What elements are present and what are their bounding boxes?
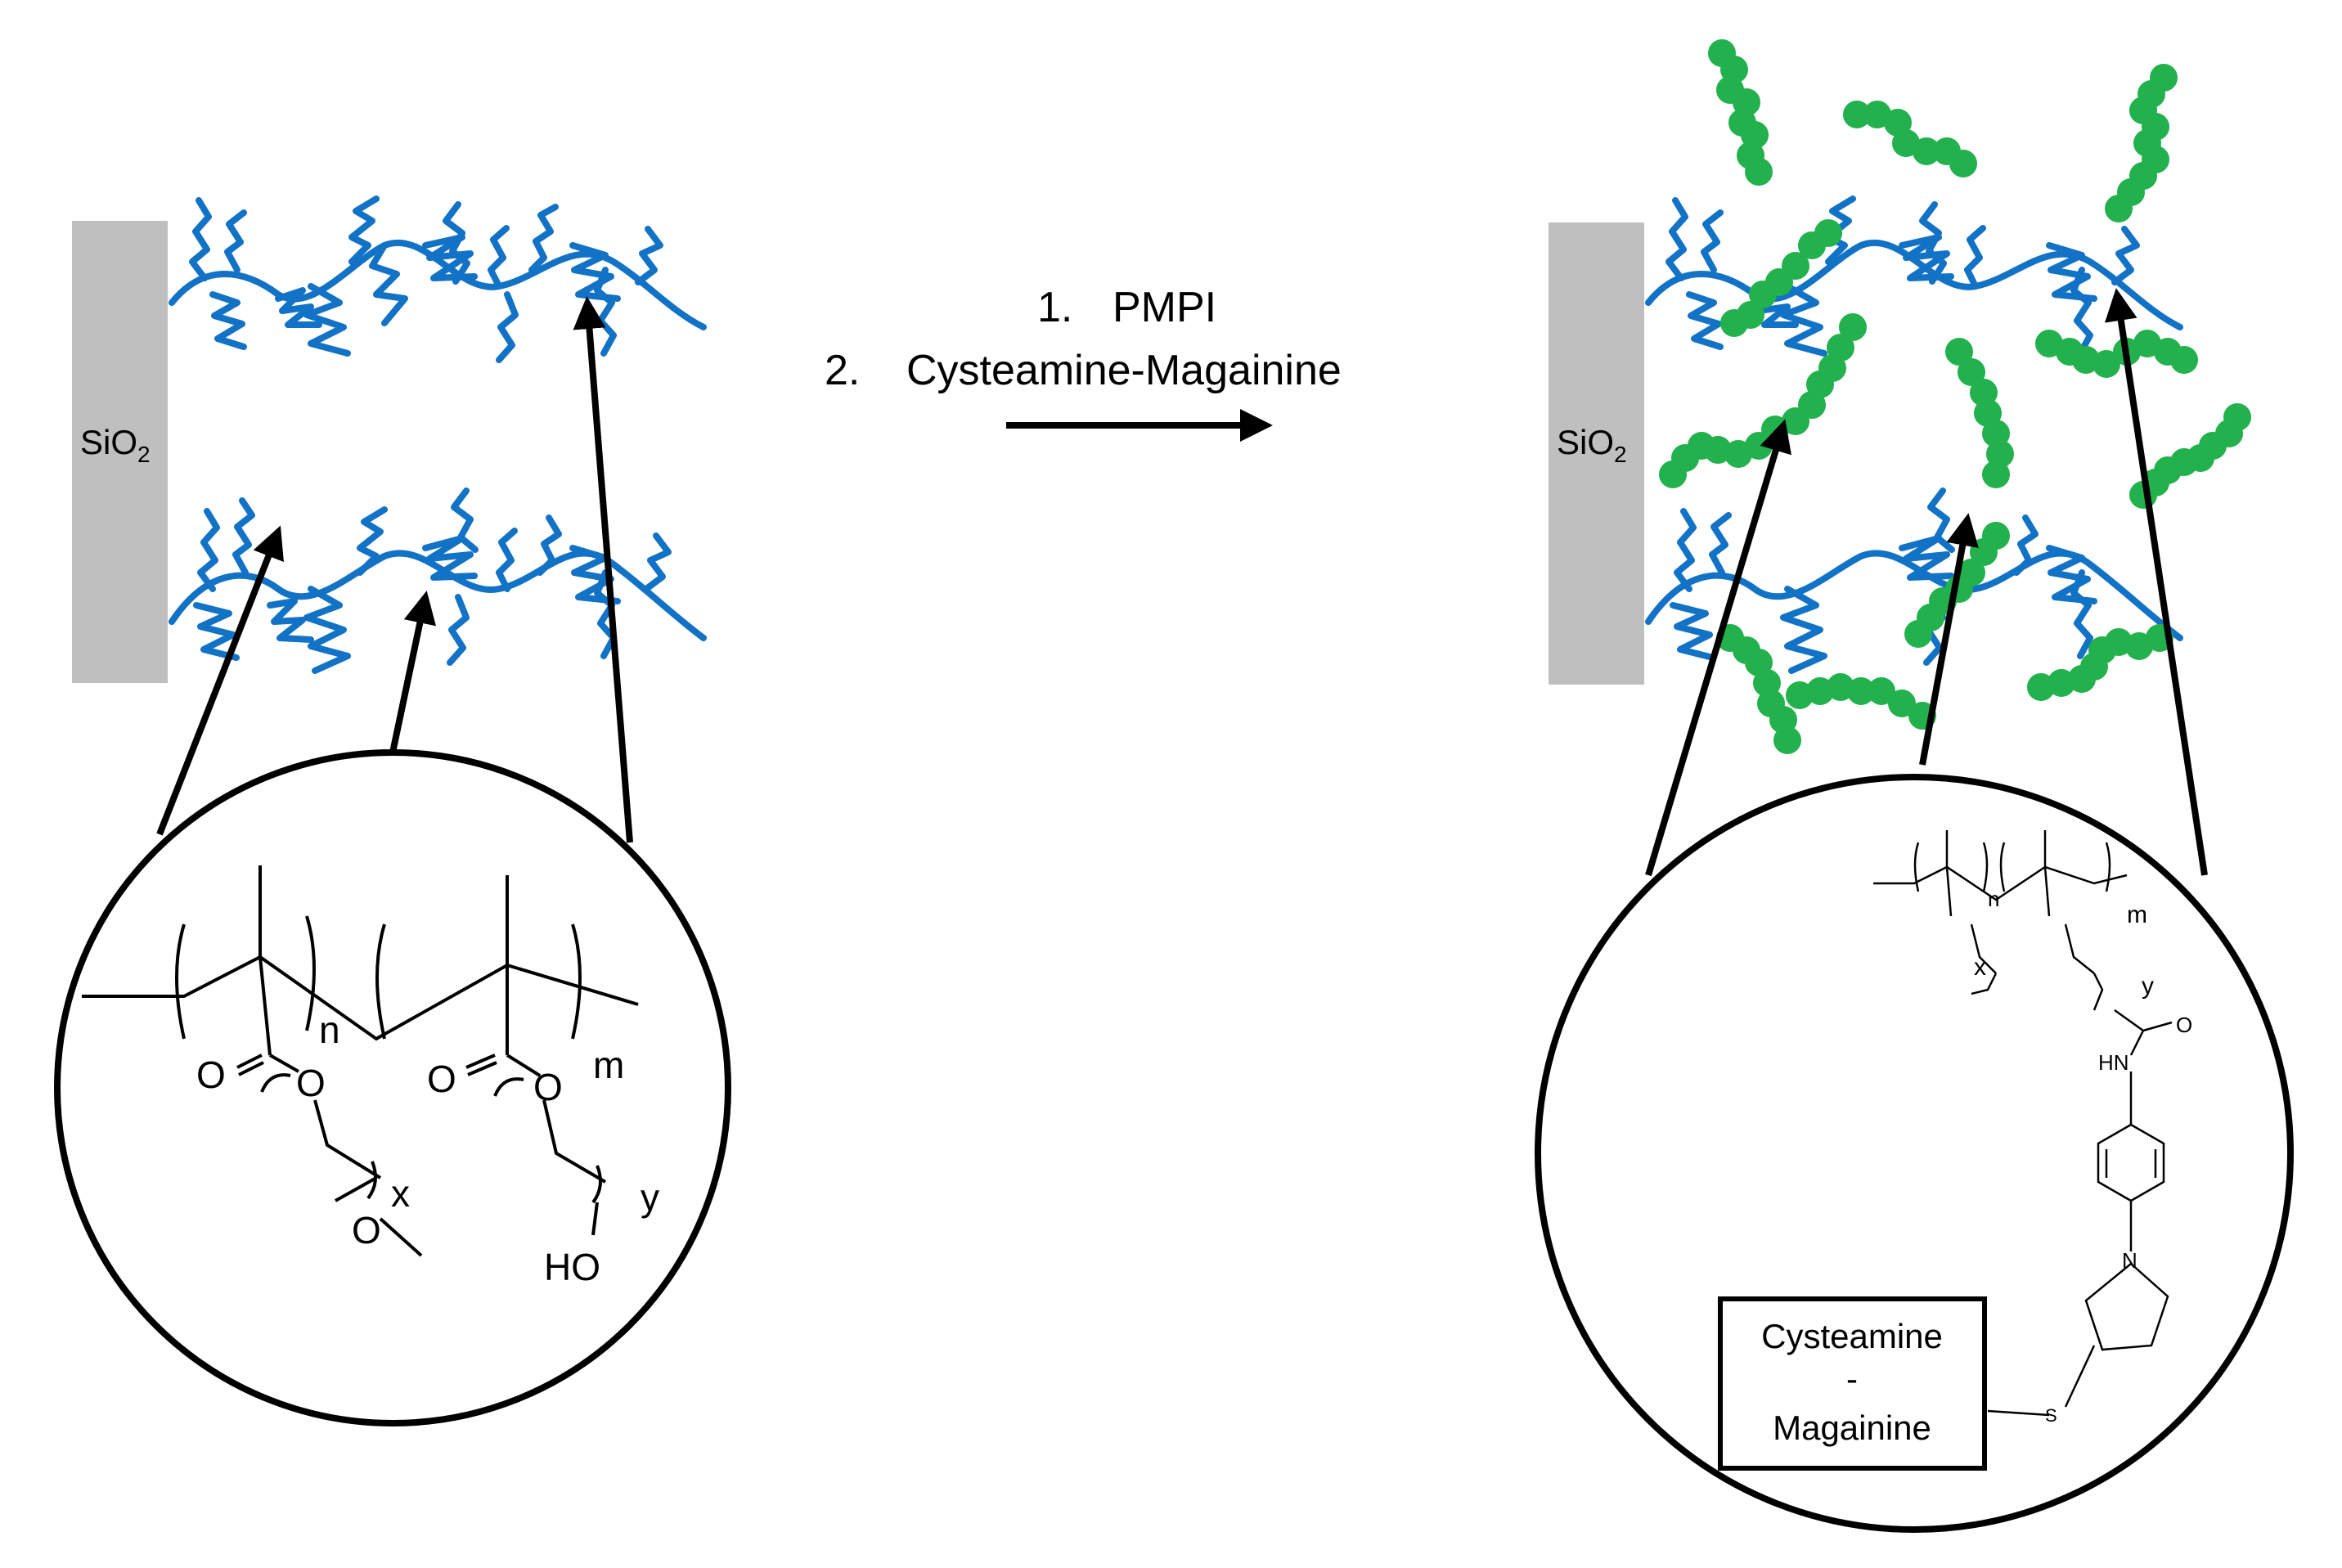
chemical-structure-left [82,865,639,1257]
substrate-left [72,221,168,683]
svg-text:O: O [196,1054,226,1096]
pointer-arrow-1 [156,525,284,836]
svg-text:x: x [391,1172,410,1215]
pointer-arrow-2 [389,591,436,753]
svg-text:O: O [427,1058,456,1100]
cysteamine-magainine-box [1718,1296,1987,1471]
svg-text:y: y [2142,973,2154,1000]
chemical-labels-right: n m x y O HN N S [1974,887,2192,1426]
chemical-structure-right [1873,830,2173,1417]
pointer-arrow-3 [573,296,633,843]
svg-text:n: n [319,1009,340,1051]
svg-text:m: m [593,1044,624,1086]
svg-text:Cysteamine-Magainine: Cysteamine-Magainine [906,347,1342,394]
svg-text:O: O [352,1209,381,1251]
peptide-chains [1659,39,2251,754]
reaction-conditions: 1. PMPI 2. Cysteamine-Magainine [825,284,1342,394]
pointer-arrow-6 [2104,288,2208,876]
svg-text:Cysteamine: Cysteamine [1761,1317,1943,1355]
polymer-brush-upper-right [1645,195,2183,357]
substrate-right-label: SiO2 [1557,423,1627,467]
svg-text:O: O [533,1066,563,1108]
substrate-right [1549,222,1644,685]
zoom-circle-right [1535,774,2294,1533]
svg-text:HN: HN [2098,1050,2129,1075]
svg-text:1.: 1. [1037,284,1072,331]
svg-text:x: x [1974,954,1986,981]
svg-text:n: n [1988,887,1999,911]
pointer-arrow-5 [1919,513,1979,766]
svg-text:N: N [2122,1248,2137,1273]
svg-text:O: O [296,1062,326,1104]
svg-text:S: S [2045,1405,2057,1426]
svg-text:Magainine: Magainine [1773,1409,1931,1447]
box-label: Cysteamine - Magainine [1761,1317,1943,1447]
svg-text:HO: HO [544,1246,600,1288]
svg-text:y: y [641,1176,659,1219]
pointer-arrow-4 [1645,419,1791,877]
chemical-labels-left: O O O O O HO n m x y [196,1009,659,1288]
svg-text:-: - [1846,1359,1858,1398]
svg-text:O: O [2176,1013,2192,1037]
zoom-circle-left [54,749,731,1426]
svg-text:m: m [2127,901,2147,928]
polymer-brush-upper-left [169,195,707,363]
left-panel: SiO2 [54,195,731,1426]
svg-text:PMPI: PMPI [1113,284,1216,331]
svg-text:2.: 2. [825,347,860,394]
polymer-brush-lower-left [169,487,707,674]
substrate-left-label: SiO2 [80,423,151,467]
right-panel: SiO2 [1535,39,2294,1533]
